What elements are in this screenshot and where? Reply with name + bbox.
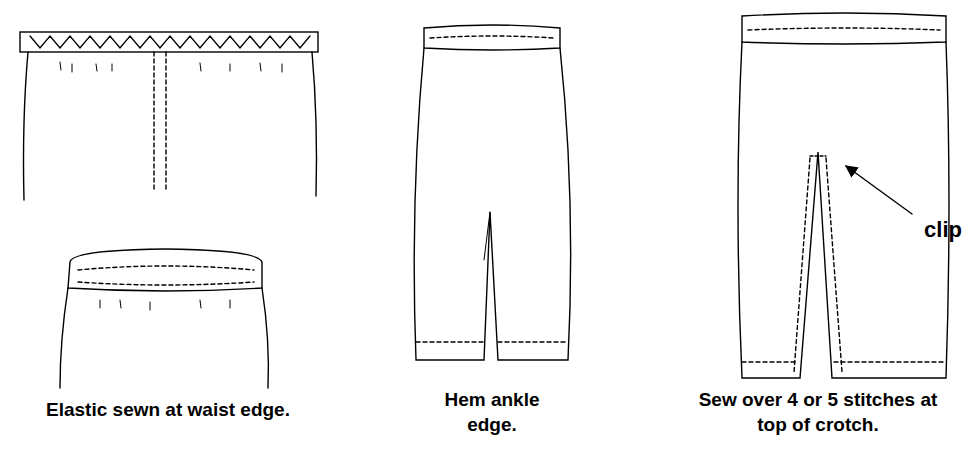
caption: Elastic sewn at waist edge. [8, 398, 328, 423]
callout-label: clip [916, 216, 970, 245]
caption: Sew over 4 or 5 stitches at top of crotc… [698, 388, 938, 437]
waist-detail-top [20, 32, 318, 200]
waist-detail-bottom [60, 249, 268, 388]
pants-hemmed [414, 25, 570, 360]
caption: Hem ankle edge. [437, 388, 547, 437]
clip-leader [846, 166, 912, 214]
pants-crotch-seam [738, 13, 949, 378]
